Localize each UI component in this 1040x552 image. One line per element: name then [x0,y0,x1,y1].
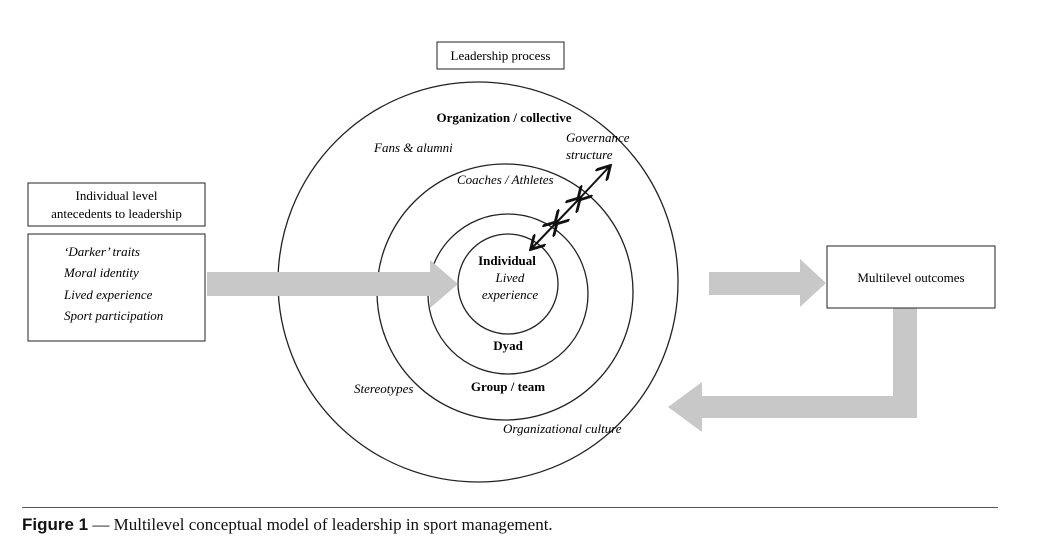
level-dyad-label: Dyad [493,338,523,353]
level-group-label: Group / team [471,379,545,394]
antecedents-list-box [27,233,206,342]
crosslevel-arrow-2 [556,199,579,223]
caption-divider [22,507,998,508]
antecedents-title-line2: antecedents to leadership [51,206,182,221]
input-arrow [207,260,458,308]
leadership-process-label: Leadership process [451,48,551,63]
conceptual-model-diagram: Leadership process Individual level ante… [27,41,996,483]
figure-label: Figure 1 [22,515,89,534]
antecedent-item: Lived experience [63,287,153,302]
annotation-governance-line1: Governance [566,130,630,145]
individual-sub-line2: experience [482,287,539,302]
annotation-culture: Organizational culture [503,421,622,436]
antecedents-header-box [27,182,206,227]
output-arrow [709,259,826,307]
antecedent-item: Sport participation [64,308,163,323]
level-organization-label: Organization / collective [436,110,571,125]
level-individual-label: Individual [478,253,536,268]
annotation-stereotypes: Stereotypes [354,381,413,396]
leadership-process-box [436,41,565,70]
crosslevel-arrow-3 [579,167,609,199]
figure-caption-text: — Multilevel conceptual model of leaders… [88,515,553,534]
antecedent-item: ‘Darker’ traits [64,244,140,259]
annotation-coaches: Coaches / Athletes [457,172,554,187]
antecedents-title-line1: Individual level [76,188,158,203]
antecedent-item: Moral identity [63,265,139,280]
annotation-governance-line2: structure [566,147,613,162]
individual-sub-line1: Lived [495,270,525,285]
outcomes-box [826,245,996,309]
annotation-fans: Fans & alumni [373,140,453,155]
feedback-arrow [668,308,917,432]
outcomes-label: Multilevel outcomes [857,270,964,285]
figure-caption: Figure 1 — Multilevel conceptual model o… [22,515,553,535]
crosslevel-arrow-1 [532,223,556,248]
